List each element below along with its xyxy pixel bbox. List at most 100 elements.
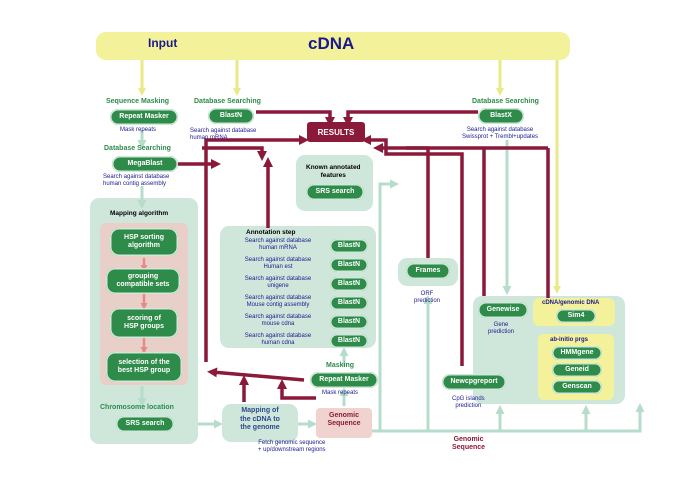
geneid-button[interactable]: Geneid [552,363,602,377]
gene-prediction-line-1: Gene [493,322,509,328]
hmmgene-button[interactable]: HMMgene [552,346,602,360]
annotation-blastn-button[interactable]: BlastN [330,239,368,253]
gene-prediction-line-2: prediction [488,328,515,335]
megablast-desc-line-1: Search against database [103,174,170,180]
hsp-sorting-line-1: HSP sorting [124,234,164,241]
fetch-line-2: + up/downstream regions [258,446,326,453]
blastn-top-desc-line-2: human mRNA [190,134,228,141]
known-title-line-1: Known annotated [306,164,361,171]
annotation-row-desc-line-1: Search against database [244,238,312,244]
blastx-button[interactable]: BlastX [478,108,524,124]
megablast-desc-line-2: human contig assembly [103,180,167,187]
srs-search-left-button[interactable]: SRS search [116,416,174,432]
mapping-cdna-line-2: the cDNA to [240,415,280,423]
cdna-genomic-title: cDNA/genomic DNA [542,300,600,306]
annotation-row-desc-line-1: Search against database [244,276,312,282]
grouping-line-2: compatible sets [116,281,170,288]
scoring-step[interactable]: scoring of HSP groups [110,308,178,338]
gene-prediction-label: Gene prediction [488,322,514,335]
annotation-row-desc-line-2: mouse cdna [261,320,295,327]
known-features-panel [296,155,373,211]
ab-initio-title: ab-initio prgs [550,337,588,343]
mapping-algorithm-title: Mapping algorithm [110,210,169,217]
genewise-button[interactable]: Genewise [478,302,528,318]
fetch-line-1: Fetch genomic sequence [258,440,326,446]
genomic-sequence-box [316,408,372,438]
blastx-desc: Search against database Swissprot + Trem… [462,127,538,140]
frames-button[interactable]: Frames [406,263,450,279]
annotation-blastn-button[interactable]: BlastN [330,258,368,272]
blastn-top-desc: Search against database human mRNA [190,128,256,141]
mapping-cdna-line-1: Mapping of [241,407,279,414]
mapping-cdna-box [222,404,298,442]
cpg-line-2: prediction [455,402,482,409]
blastx-desc-line-2: Swissprot + Trembl+updates [462,133,539,140]
genomic-sequence-label: Genomic Sequence [452,436,485,452]
genomic-label-line-1: Genomic [453,436,484,443]
mask-repeats-mid-label: Mask repeats [322,390,359,396]
annotation-row-desc-line-2: Human est [263,263,293,270]
input-label: Input [148,36,178,50]
annotation-row-desc-line-2: unigene [267,282,289,289]
mapping-cdna-text: Mapping of the cDNA to the genome [230,407,290,433]
newcpgreport-button[interactable]: Newcpgreport [442,374,506,390]
sequence-masking-title: Sequence Masking [106,98,170,105]
orf-line-2: prediction [414,297,441,304]
srs-search-mid-button[interactable]: SRS search [306,184,364,200]
known-features-title: Known annotated features [306,164,361,179]
annotation-row-desc-line-1: Search against database [244,314,312,320]
annotation-step-title: Annotation step [246,229,296,236]
megablast-button[interactable]: MegaBlast [112,156,178,172]
genomic-label-line-2: Sequence [452,444,486,451]
annotation-row-desc-line-2: human cdna [261,339,295,346]
genomic-box-line-1: Genomic [329,412,359,419]
annotation-row-desc-line-2: Mouse contig assembly [246,301,310,308]
selection-line-2: best HSP group [117,367,171,374]
annotation-blastn-button[interactable]: BlastN [330,277,368,291]
annotation-row-desc-line-1: Search against database [244,257,312,263]
genomic-sequence-box-text: Genomic Sequence [320,412,368,428]
db-search-right-title: Database Searching [472,98,539,105]
db-search-left-title: Database Searching [104,145,171,152]
cdna-title: cDNA [308,34,355,53]
fetch-sequence-text: Fetch genomic sequence + up/downstream r… [258,440,326,453]
repeat-masker-mid-button[interactable]: Repeat Masker [310,372,378,388]
scoring-line-1: scoring of [127,315,161,322]
grouping-step[interactable]: grouping compatible sets [106,268,180,294]
scoring-line-2: HSP groups [124,323,164,330]
orf-prediction-label: ORF prediction [414,291,440,304]
annotation-blastn-button[interactable]: BlastN [330,334,368,348]
chromosome-location-title: Chromosome location [100,404,174,411]
sim4-button[interactable]: Sim4 [556,309,596,323]
cdna-input-bar [96,32,570,60]
annotation-blastn-button[interactable]: BlastN [330,296,368,310]
hsp-sorting-step[interactable]: HSP sorting algorithm [110,228,178,256]
known-title-line-2: features [320,171,346,179]
grouping-line-1: grouping [127,273,159,280]
masking-title: Masking [326,362,355,369]
blastn-top-desc-line-1: Search against database [190,128,257,134]
repeat-masker-top-button[interactable]: Repeat Masker [110,109,178,125]
megablast-desc: Search against database human contig ass… [103,174,169,187]
db-search-mid-title: Database Searching [194,98,261,105]
annotation-row-desc-line-1: Search against database [244,295,312,301]
genomic-box-line-2: Sequence [327,420,361,427]
annotation-row-desc-line-2: human mRNA [259,244,297,251]
mask-repeats-top-label: Mask repeats [120,127,157,133]
genscan-button[interactable]: Genscan [552,380,602,394]
blastx-desc-line-1: Search against database [466,127,534,133]
selection-line-1: selection of the [118,359,170,366]
blastn-top-button[interactable]: BlastN [208,108,254,124]
hsp-sorting-line-2: algorithm [128,242,160,249]
cpg-line-1: CpG islands [452,396,485,402]
annotation-row-desc-line-1: Search against database [244,333,312,339]
results-box[interactable]: RESULTS [307,122,365,142]
selection-step[interactable]: selection of the best HSP group [106,352,182,382]
annotation-blastn-button[interactable]: BlastN [330,315,368,329]
